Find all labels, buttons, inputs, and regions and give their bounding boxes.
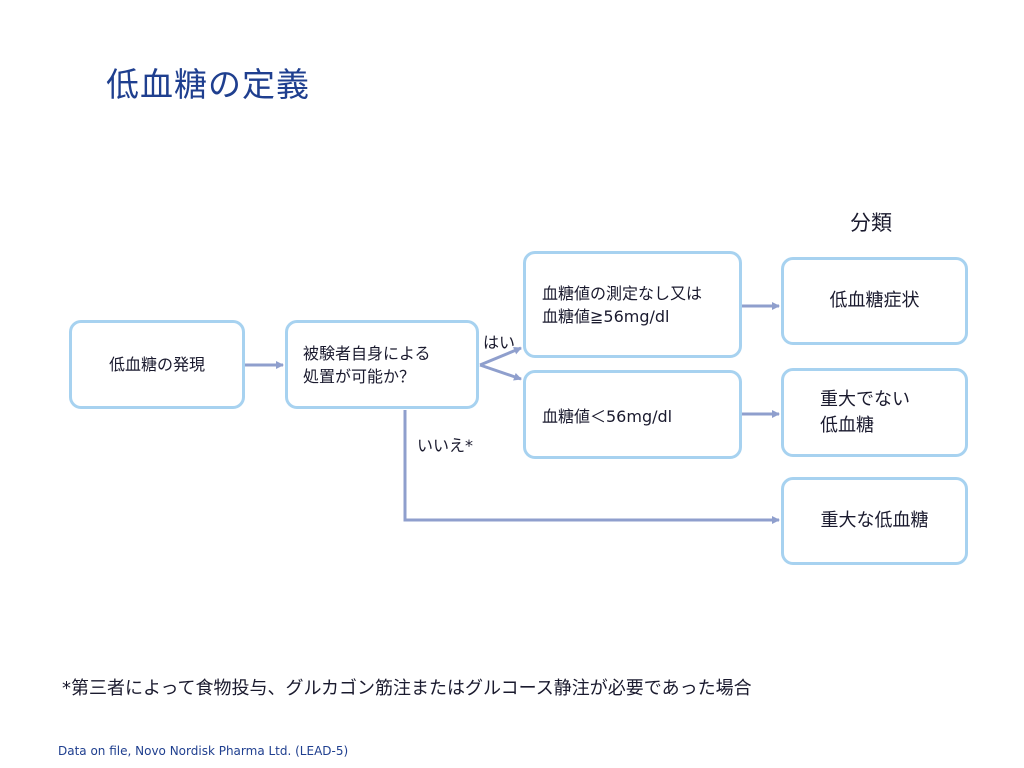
source-citation: Data on file, Novo Nordisk Pharma Ltd. (… [58,744,349,758]
footnote: *第三者によって食物投与、グルカゴン筋注またはグルコース静注が必要であった場合 [62,678,752,699]
no-measurement-line-1: 血糖値の測定なし又は [542,283,703,303]
severe-hypoglycemia-box: 重大な低血糖 [781,477,968,565]
self-treatment-line-2: 処置が可能か？ [303,366,416,386]
under-56-box: 血糖値＜56mg/dl [523,370,742,459]
symptomatic-hypoglycemia-text: 低血糖症状 [829,290,920,311]
self-treatment-line-1: 被験者自身による [303,343,431,363]
non-severe-hypoglycemia-box: 重大でない 低血糖 [781,368,968,457]
arrow-yes-lower [479,363,522,381]
classification-heading: 分類 [850,211,892,235]
non-severe-line-2: 低血糖 [820,414,874,436]
hypoglycemia-onset-text: 低血糖の発現 [108,355,205,374]
severe-hypoglycemia-text: 重大な低血糖 [820,510,929,531]
non-severe-line-1: 重大でない [820,388,910,410]
under-56-text: 血糖値＜56mg/dl [542,407,673,426]
no-measurement-box: 血糖値の測定なし又は 血糖値≧56mg/dl [523,251,742,358]
yes-label: はい [483,333,516,352]
symptomatic-hypoglycemia-box: 低血糖症状 [781,257,968,345]
page-title: 低血糖の定義 [106,65,310,104]
self-treatment-question-box: 被験者自身による 処置が可能か？ [285,320,479,409]
no-measurement-line-2: 血糖値≧56mg/dl [542,306,670,326]
no-label: いいえ* [417,436,474,455]
hypoglycemia-onset-box: 低血糖の発現 [69,320,245,409]
